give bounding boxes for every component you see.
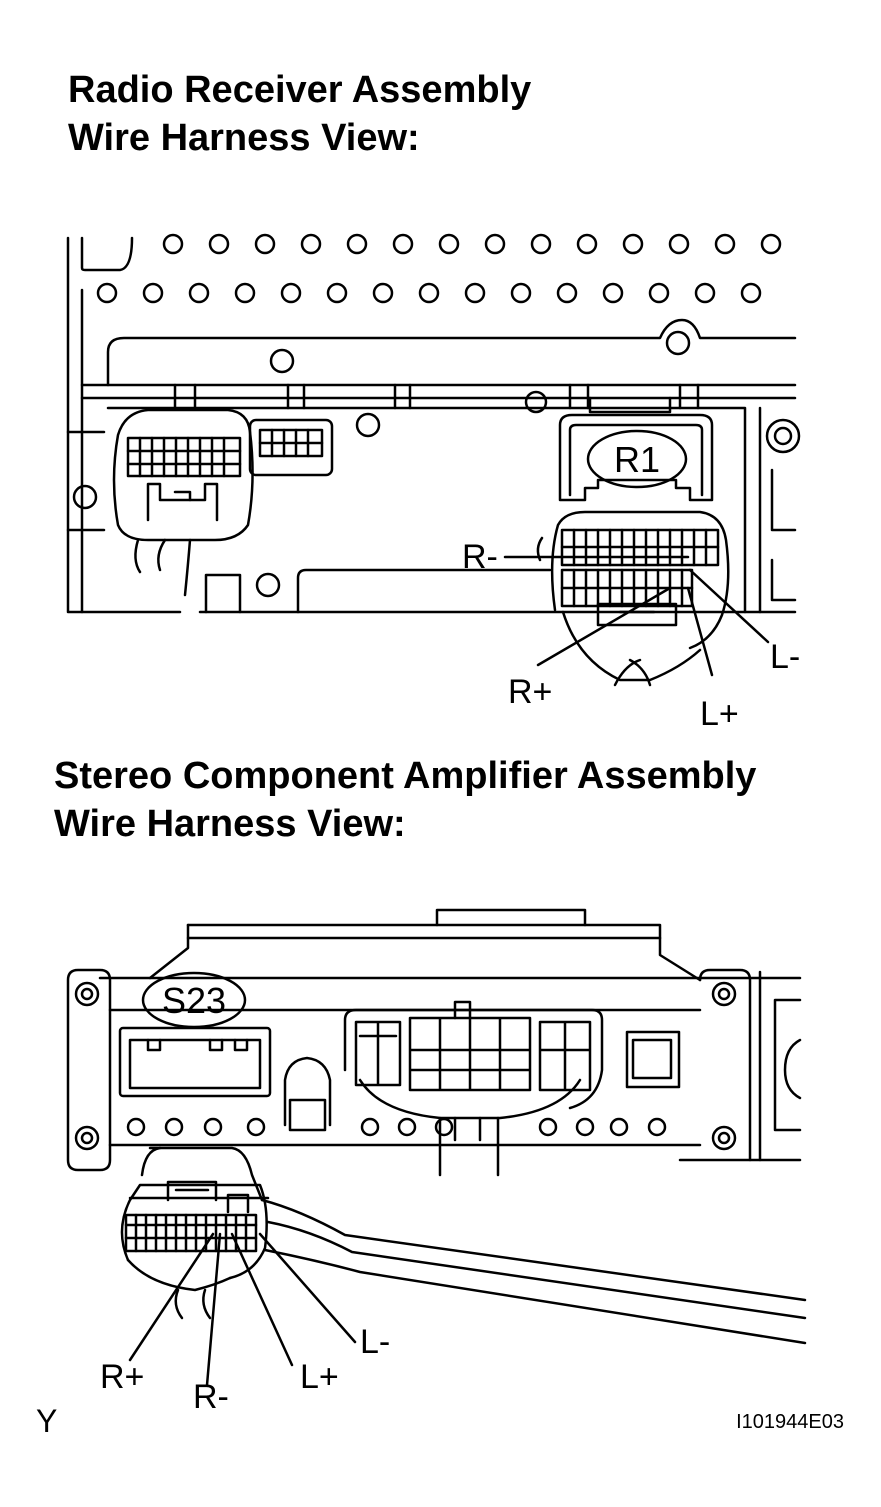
footer-mark: Y (36, 1403, 57, 1439)
amplifier-drawing: S23 (66, 908, 807, 1416)
amp-pin-leaders (128, 1232, 357, 1387)
r1-connector: R1 (558, 413, 714, 502)
amp-pin-l-plus: L+ (300, 1358, 339, 1396)
figure-id: I101944E03 (736, 1411, 844, 1433)
radio-pin-r-plus: R+ (508, 673, 552, 711)
radio-pin-leaders (503, 555, 770, 677)
radio-receiver-title-line1: Radio Receiver Assembly (68, 69, 532, 111)
s23-connector-code: S23 (162, 980, 226, 1021)
radio-receiver-heading: Radio Receiver Assembly Wire Harness Vie… (68, 66, 531, 162)
vent-holes-row-2 (96, 282, 762, 304)
radio-receiver-title-line2: Wire Harness View: (68, 117, 420, 159)
amp-pin-l-minus: L- (360, 1323, 390, 1361)
radio-pin-r-minus: R- (462, 538, 498, 576)
amplifier-title-line1: Stereo Component Amplifier Assembly (54, 755, 757, 797)
r1-harness-connector (536, 510, 730, 687)
amplifier-heading: Stereo Component Amplifier Assembly Wire… (54, 752, 756, 848)
small-connector (248, 418, 334, 477)
s23-harness-connector (120, 1146, 807, 1345)
r1-connector-code: R1 (614, 439, 660, 480)
left-harness-connector (112, 408, 254, 597)
vent-holes-row-1 (162, 233, 782, 255)
radio-pin-l-minus: L- (770, 638, 800, 676)
amp-pin-r-plus: R+ (100, 1358, 144, 1396)
amplifier-title-line2: Wire Harness View: (54, 803, 406, 845)
radio-pin-l-plus: L+ (700, 695, 739, 733)
amp-pin-r-minus: R- (193, 1378, 229, 1416)
radio-receiver-drawing: R1 R- R+ L+ L- (66, 233, 801, 733)
